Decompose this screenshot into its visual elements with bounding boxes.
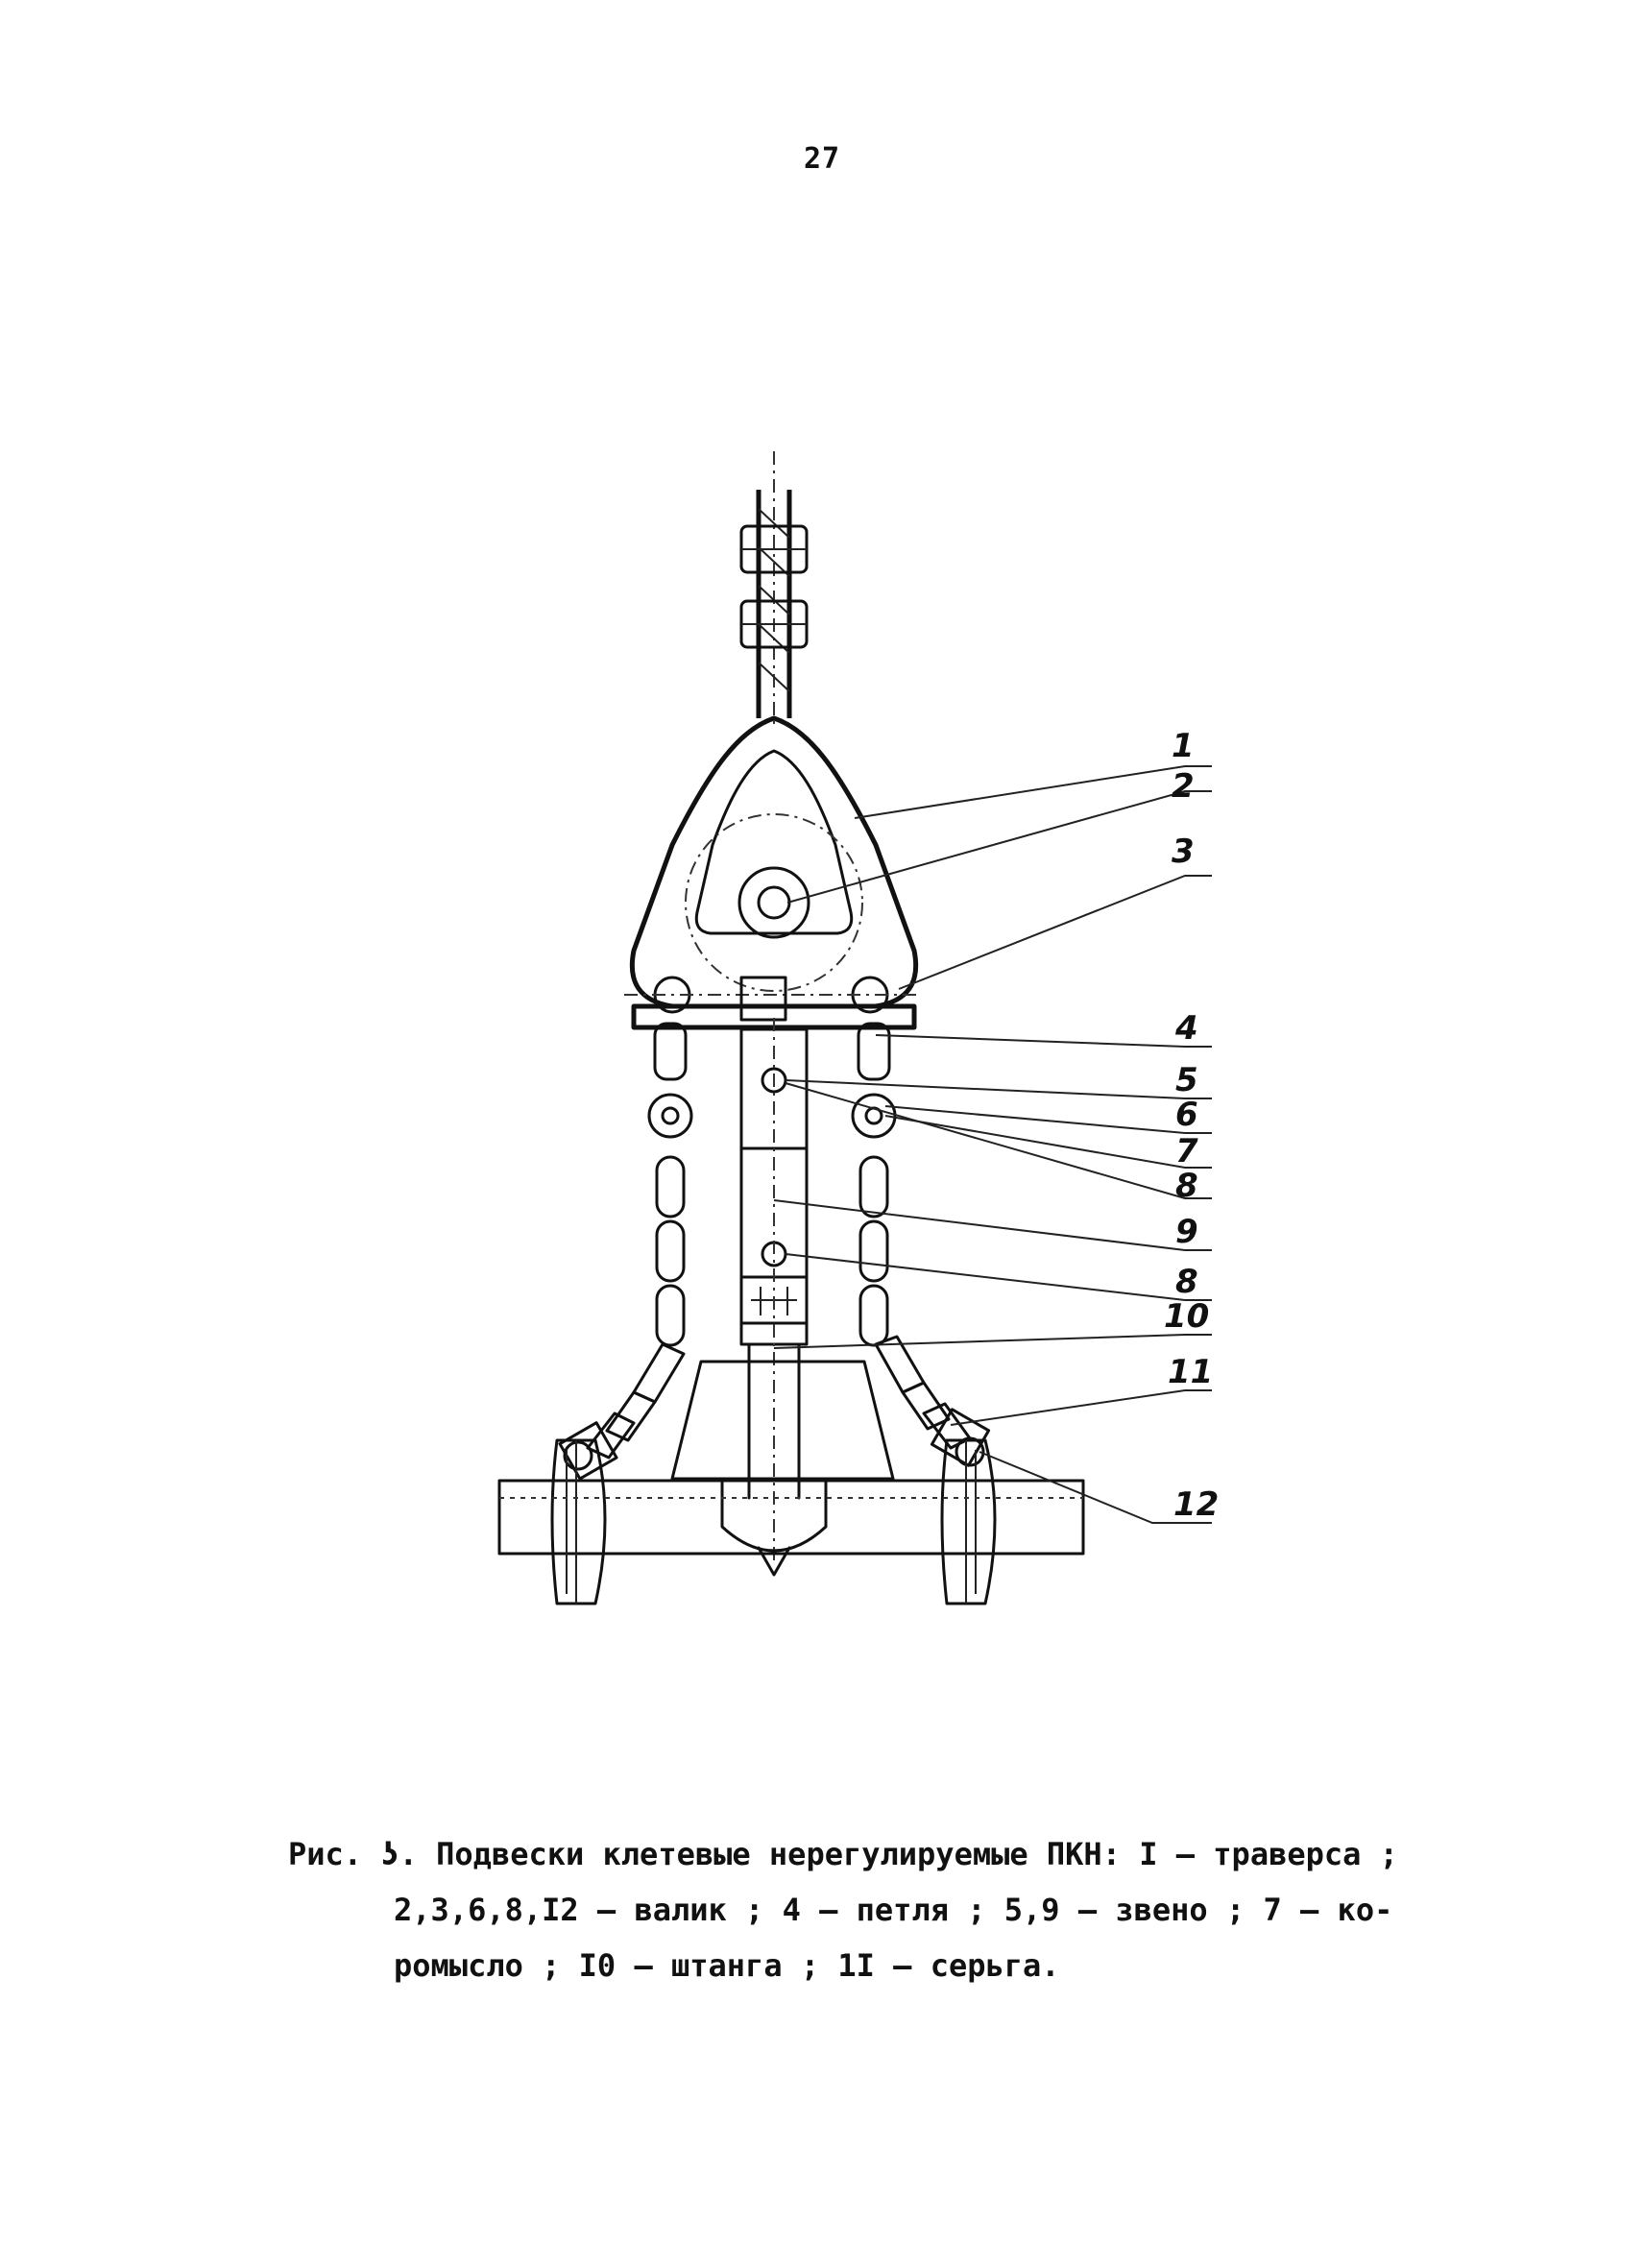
callout-7: 7	[1175, 1132, 1198, 1170]
callout-1: 1	[1172, 727, 1195, 765]
callout-10: 10	[1164, 1297, 1209, 1336]
callout-8b: 8	[1175, 1263, 1198, 1301]
callout-2: 2	[1172, 767, 1195, 806]
callout-9: 9	[1175, 1213, 1198, 1251]
caption-line-1: Рис. ʖ. Подвески клетевые нерегулируемые…	[288, 1836, 1398, 1872]
page-number: 27	[803, 142, 841, 176]
central-bar	[739, 976, 809, 1565]
caption-line-3: ромысло ; I0 – штанга ; 1I – серьга.	[394, 1947, 1060, 1984]
callout-4: 4	[1174, 1009, 1198, 1048]
callouts: 1 2 3 4 5 6 7 8 9 8 10 11 12	[773, 727, 1219, 1524]
callout-11: 11	[1168, 1353, 1213, 1391]
callout-5: 5	[1175, 1061, 1198, 1099]
right-chain	[851, 1022, 991, 1467]
cage-and-wheels	[497, 1360, 1085, 1605]
rope	[739, 451, 809, 730]
caption-line-2: 2,3,6,8,I2 – валик ; 4 – петля ; 5,9 – з…	[394, 1892, 1393, 1928]
traverse	[624, 715, 922, 1030]
left-chain	[558, 1022, 693, 1481]
callout-3: 3	[1172, 832, 1195, 871]
figure-caption: Рис. ʖ. Подвески клетевые нерегулируемые…	[288, 1826, 1402, 1993]
callout-8a: 8	[1175, 1167, 1198, 1205]
callout-6: 6	[1175, 1096, 1198, 1134]
callout-12: 12	[1173, 1485, 1219, 1524]
